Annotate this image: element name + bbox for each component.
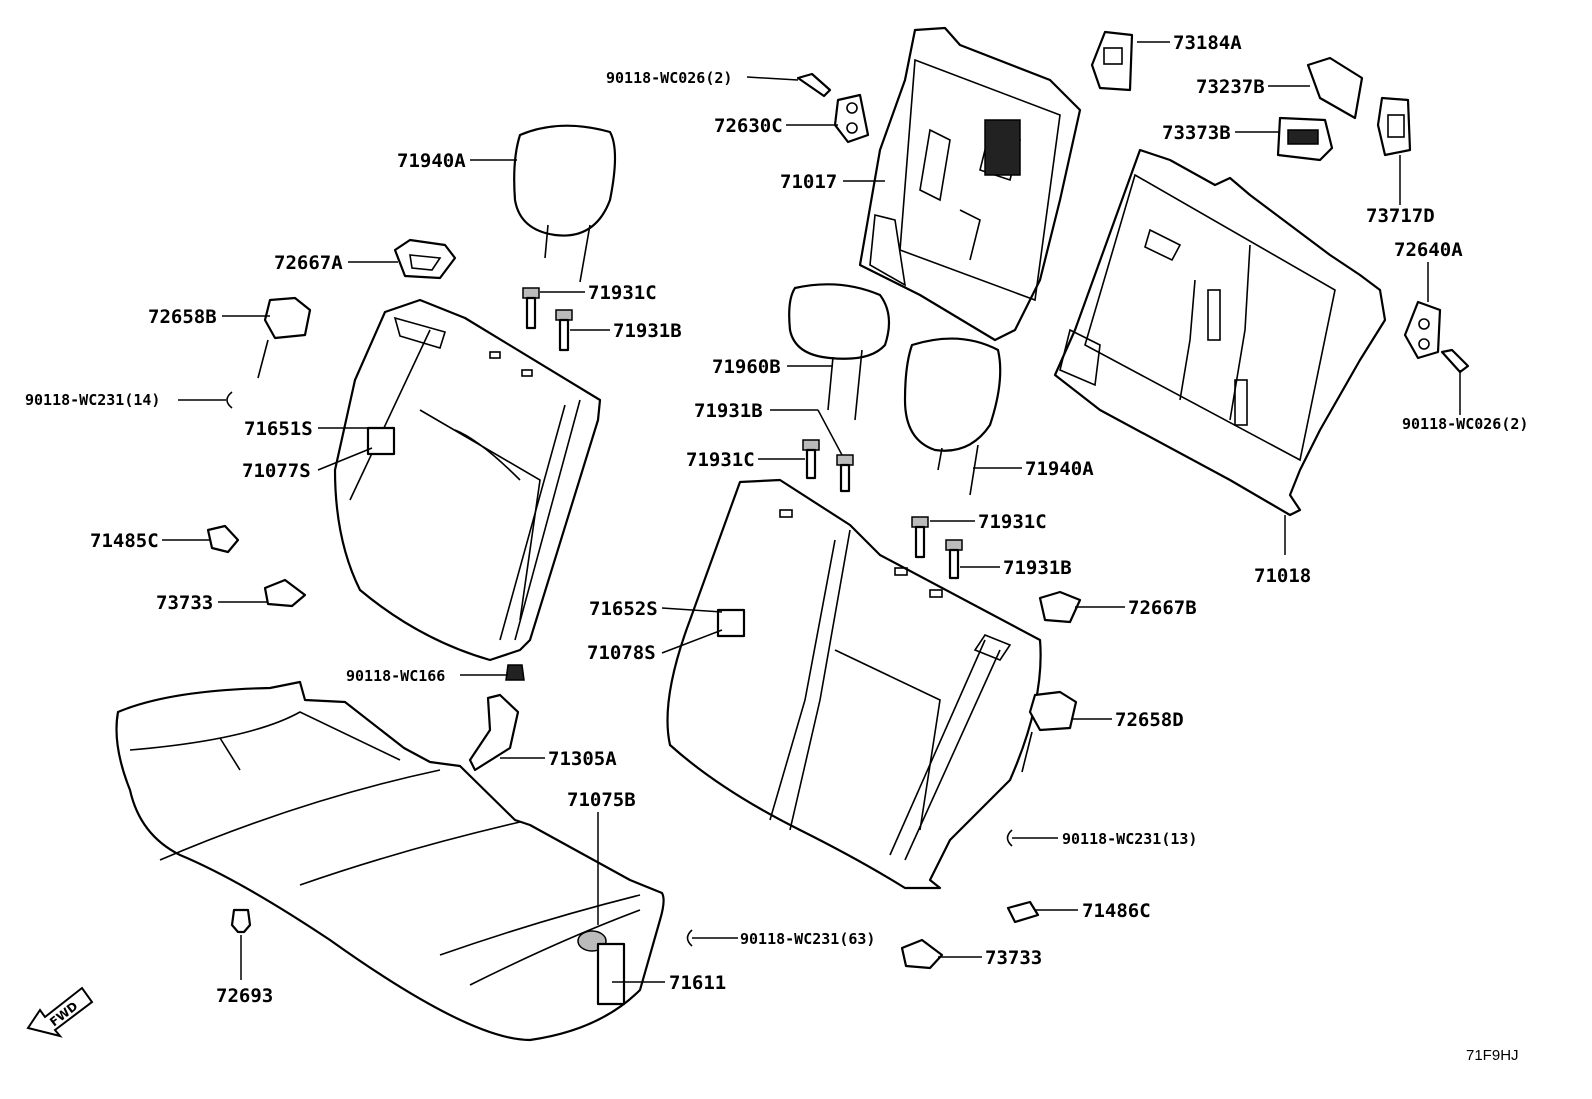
- part-label-71931C-top: 71931C: [588, 282, 657, 304]
- part-label-73184A: 73184A: [1173, 32, 1242, 54]
- part-labels: 73184A 90118-WC026(2) 73237B 72630C 7337…: [25, 32, 1528, 1007]
- part-label-71077S: 71077S: [242, 460, 311, 482]
- headrest-71940A-top-part: [513, 124, 617, 283]
- part-label-73237B: 73237B: [1196, 76, 1265, 98]
- frame-71018-part: [1053, 148, 1387, 517]
- part-label-71931B-low: 71931B: [1003, 557, 1072, 579]
- frame-71017-part: [858, 26, 1082, 342]
- part-label-71931B-top: 71931B: [613, 320, 682, 342]
- part-label-73717D: 73717D: [1366, 205, 1435, 227]
- part-label-72658B: 72658B: [148, 306, 217, 328]
- part-label-90118-wc026-right: 90118-WC026(2): [1402, 415, 1528, 433]
- part-label-73373B: 73373B: [1162, 122, 1231, 144]
- part-label-71931B-mid: 71931B: [694, 400, 763, 422]
- part-label-71078S: 71078S: [587, 642, 656, 664]
- part-label-71075B: 71075B: [567, 789, 636, 811]
- part-label-71652S: 71652S: [589, 598, 658, 620]
- part-label-73733-left: 73733: [156, 592, 213, 614]
- left-seatback-part: [333, 298, 602, 662]
- part-label-71486C: 71486C: [1082, 900, 1151, 922]
- part-label-71305A: 71305A: [548, 748, 617, 770]
- part-label-71017: 71017: [780, 171, 837, 193]
- part-label-72667A: 72667A: [274, 252, 343, 274]
- part-label-71940A-top: 71940A: [397, 150, 466, 172]
- headrest-guide-parts: [522, 287, 963, 580]
- headrest-71940A-mid-part: [903, 337, 1002, 496]
- small-parts: [206, 30, 1470, 970]
- right-seatback-part: [666, 478, 1042, 890]
- part-label-73733-right: 73733: [985, 947, 1042, 969]
- part-label-72630C: 72630C: [714, 115, 783, 137]
- part-label-90118-wc231-63: 90118-WC231(63): [740, 930, 875, 948]
- part-label-90118-wc026-top: 90118-WC026(2): [606, 69, 732, 87]
- part-label-71931C-mid: 71931C: [686, 449, 755, 471]
- leader-lines: [162, 41, 1461, 983]
- part-label-90118-wc231-14: 90118-WC231(14): [25, 391, 160, 409]
- part-label-71940A-mid: 71940A: [1025, 458, 1094, 480]
- fwd-arrow-icon: FWD: [26, 986, 94, 1038]
- seat-cushion-part: [115, 680, 665, 1042]
- part-label-72640A: 72640A: [1394, 239, 1463, 261]
- diagram-code: 71F9HJ: [1466, 1047, 1519, 1064]
- part-label-71651S: 71651S: [244, 418, 313, 440]
- part-label-71018: 71018: [1254, 565, 1311, 587]
- headrest-71960B-part: [788, 283, 891, 421]
- part-label-71485C: 71485C: [90, 530, 159, 552]
- part-label-72658D: 72658D: [1115, 709, 1184, 731]
- part-label-71960B: 71960B: [712, 356, 781, 378]
- part-label-71611: 71611: [669, 972, 726, 994]
- part-label-71931C-low: 71931C: [978, 511, 1047, 533]
- part-label-72693: 72693: [216, 985, 273, 1007]
- part-label-90118-wc231-13: 90118-WC231(13): [1062, 830, 1197, 848]
- part-label-90118-wc166: 90118-WC166: [346, 667, 445, 685]
- part-label-72667B: 72667B: [1128, 597, 1197, 619]
